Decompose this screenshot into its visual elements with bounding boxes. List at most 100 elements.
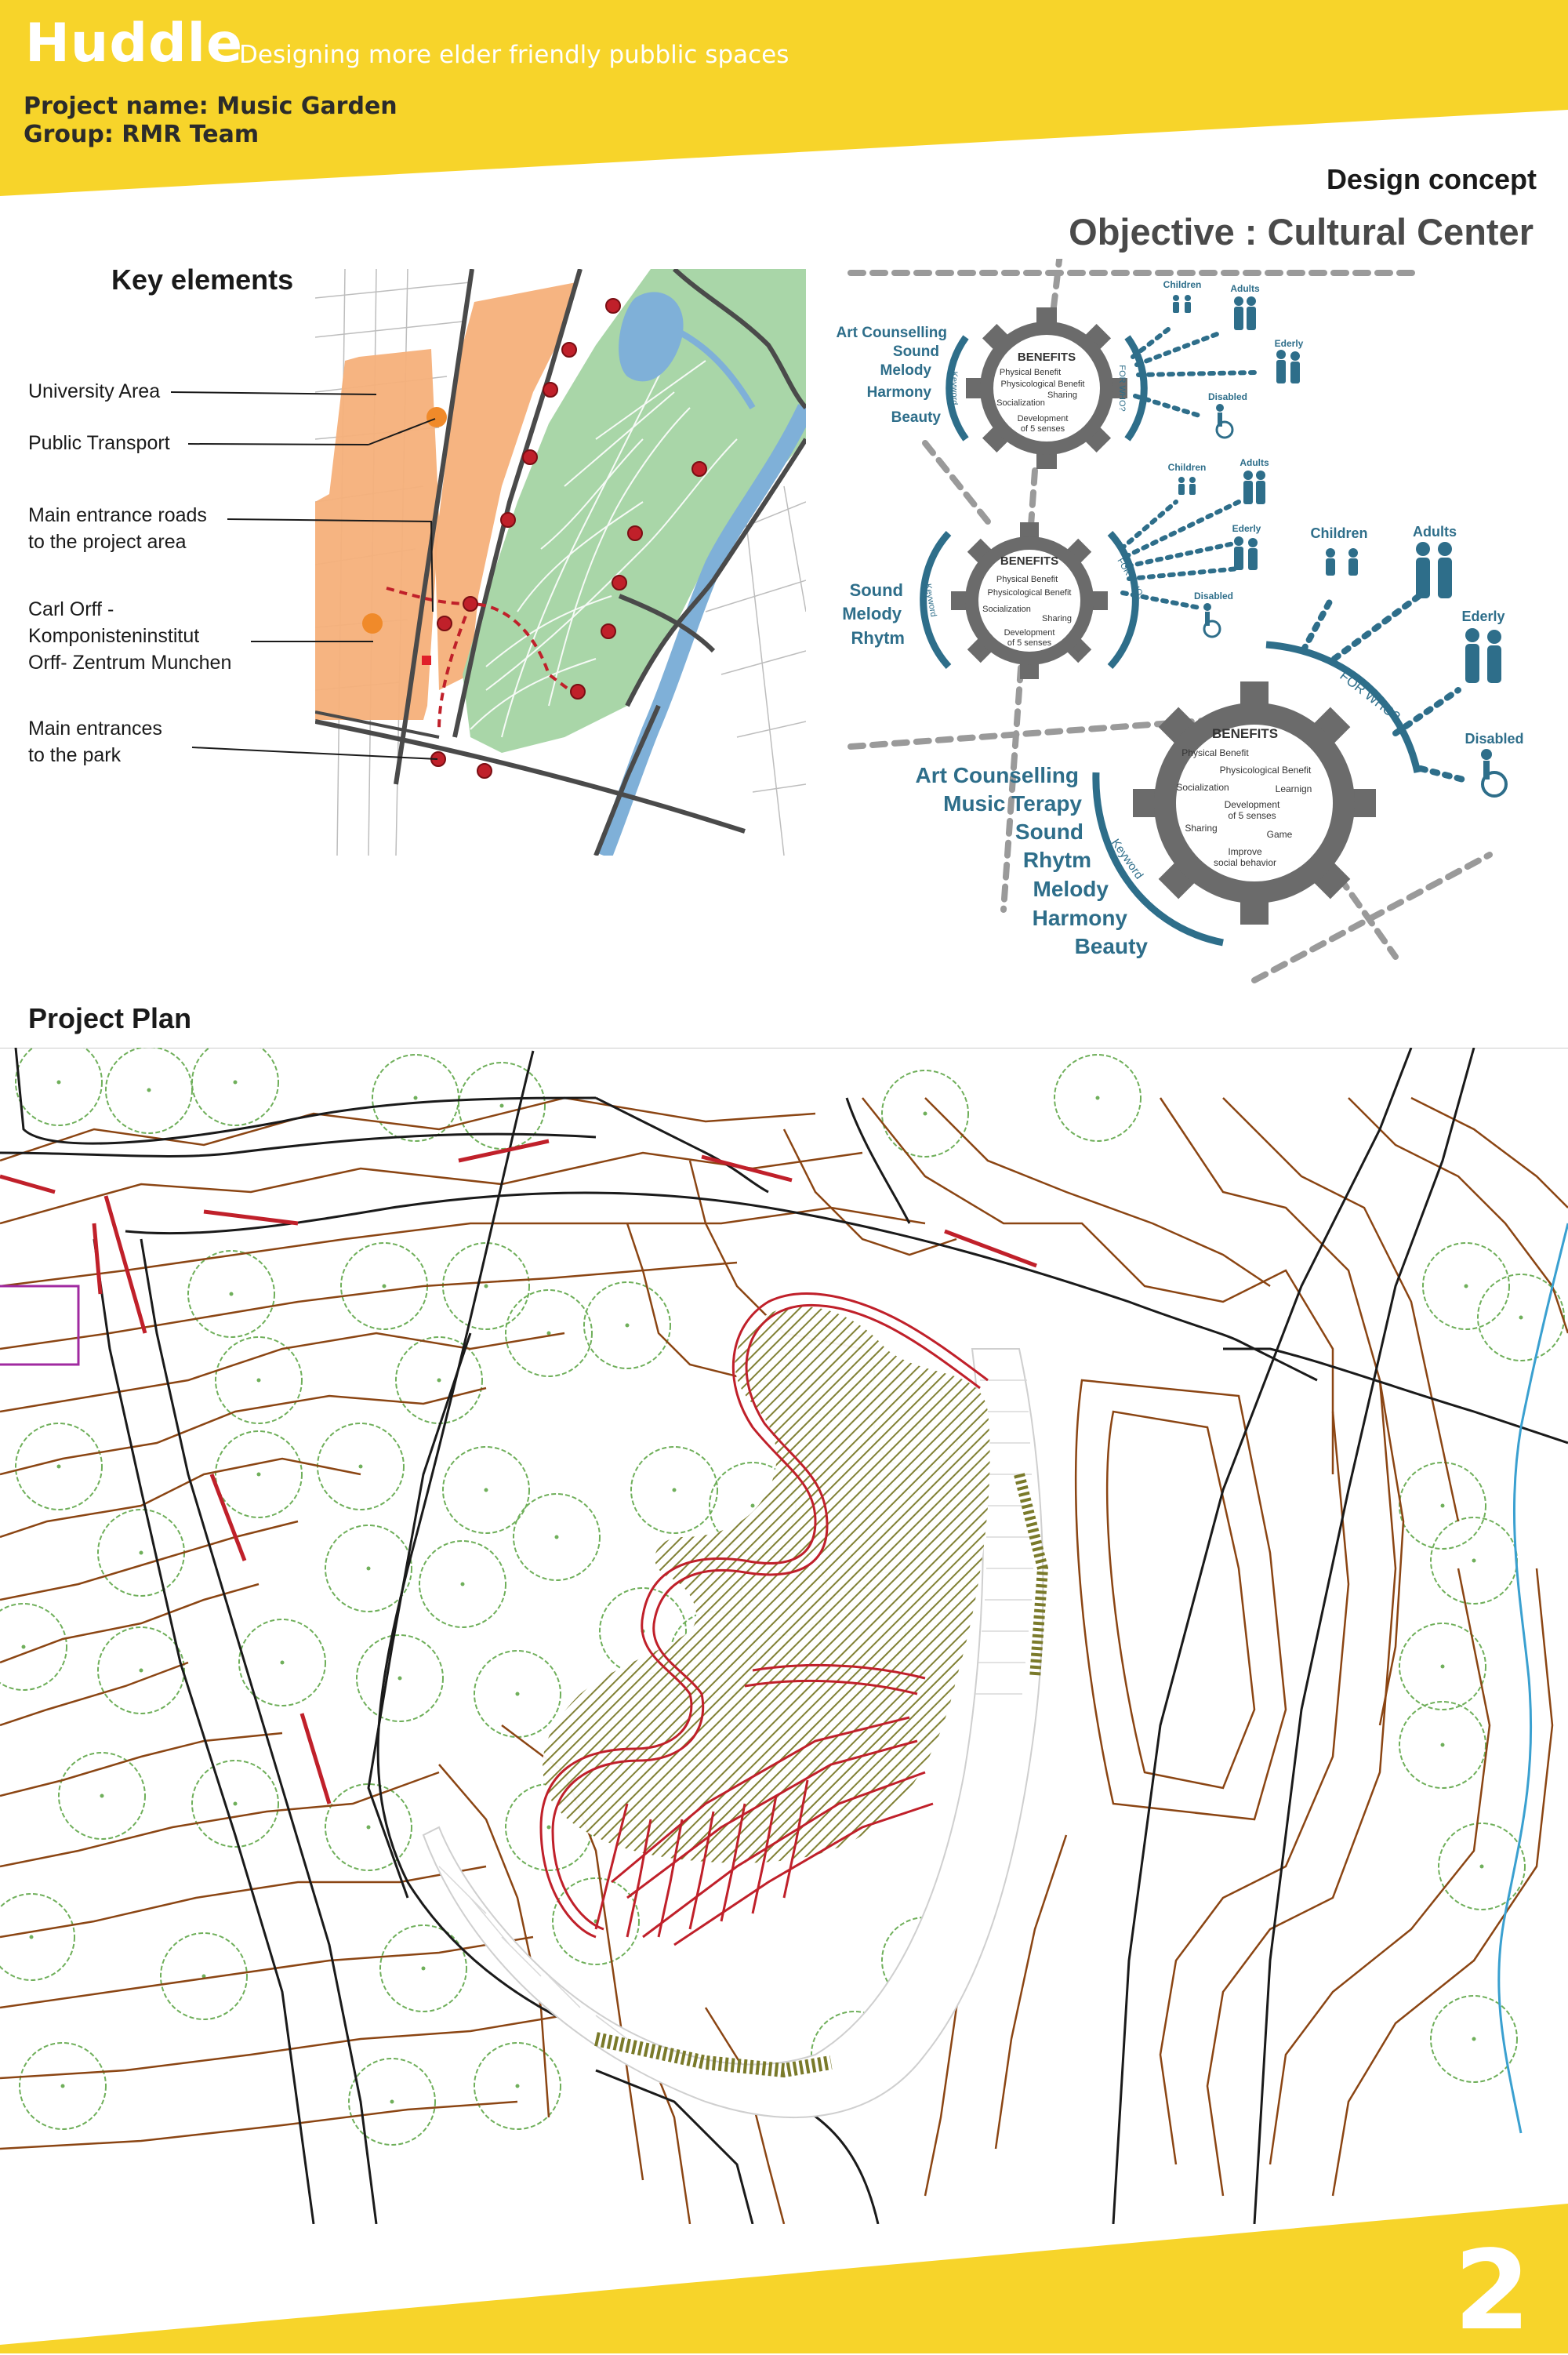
label-university-area: University Area [28,380,161,402]
brand-title: Huddle [25,13,244,75]
orff-building [0,1285,80,1366]
gear-3-keyword: Sound [1015,820,1083,844]
gear-2-keyword: Melody [842,604,902,623]
park-area [463,269,806,753]
tram-stop [426,407,447,427]
header-band [0,0,1568,196]
disabled-icon [1481,749,1508,798]
user-children-label: Children [1168,462,1207,473]
gear-3-benefit: Physical Benefit [1181,747,1249,758]
design-concept-diagram: BENEFITS Physical Benefit Physicological… [837,259,1524,983]
user-adults-label: Adults [1413,524,1457,540]
user-disabled-label: Disabled [1208,391,1247,402]
lake [619,292,684,382]
children-icon [1178,477,1196,495]
gear-2-keyword: Sound [850,580,903,600]
music-garden-hatched [543,1307,990,1863]
label-public-transport: Public Transport [28,432,170,454]
children-icon [1173,295,1191,313]
gear-3-keyword: Melody [1033,877,1109,901]
gear-3-benefit: Socialization [1176,782,1229,793]
gear-1-benefit: Development [1018,414,1069,423]
road-edges [0,1048,1568,2224]
gear-2-benefits-title: BENEFITS [1000,554,1058,568]
gear-2-benefit: Physicological Benefit [987,588,1071,598]
adults-icon [1243,471,1265,504]
gear-2-benefit: Socialization [982,605,1031,614]
red-benches [0,1139,1037,1804]
river [595,404,806,856]
gear-3-benefit: Physicological Benefit [1220,765,1312,776]
key-elements-title: Key elements [111,263,294,296]
children-icon [1326,548,1358,576]
gear-1-keyword: Harmony [867,384,932,401]
garden-paths [539,1292,989,1946]
user-disabled-label: Disabled [1465,731,1523,747]
gear-3-benefits-title: BENEFITS [1212,726,1278,741]
gear-3-benefit: Improve [1228,846,1262,857]
disabled-icon [1203,603,1221,638]
project-plan-drawing [0,1048,1568,2224]
gear-1-benefit: Physical Benefit [1000,368,1061,377]
gear-2-benefit: of 5 senses [1007,638,1052,648]
footer-band [0,2204,1568,2353]
gear-1-benefit: of 5 senses [1021,424,1065,434]
label-carl-orff: Carl Orff - Komponisteninstitut Orff- Ze… [28,598,232,674]
gear-1-benefit: Physicological Benefit [1000,380,1084,389]
gear-3-keyword: Art Counselling [916,763,1079,787]
gear-2-benefit: Development [1004,628,1055,638]
gear-3: BENEFITS Physical Benefit Physicological… [916,524,1524,958]
gear-3-benefit: social behavior [1214,857,1276,868]
gear-3-benefit: Learnign [1276,783,1312,794]
design-concept-title: Design concept [1326,163,1537,195]
gear-3-benefit: of 5 senses [1228,810,1276,821]
gear-2-keyword: Rhytm [851,628,905,648]
objective-title: Objective : Cultural Center [1069,211,1534,253]
adults-icon [1416,542,1452,598]
user-children-label: Children [1163,279,1202,290]
gear-3-for-who-tag: FOR WHO? [1337,668,1403,724]
gear-1-benefit: Sharing [1047,391,1077,400]
page-number: 2 [1454,2227,1530,2355]
elderly-icon [1465,628,1501,683]
gear-3-keyword: Beauty [1075,934,1149,958]
gear-1-for-who-tag: FOR WHO? [1117,365,1127,411]
gear-3-shape [1133,681,1376,925]
gear-2-benefit: Sharing [1042,614,1072,623]
adults-icon [1234,296,1256,330]
gear-1-benefit: Socialization [996,398,1045,408]
gear-3-keyword: Rhytm [1023,848,1091,872]
gear-1-keyword: Art Counselling [837,325,947,341]
user-elderly-label: Ederly [1275,338,1304,349]
elderly-icon [1276,350,1300,383]
gear-3-benefit: Development [1225,799,1280,810]
gear-3-keyword: Harmony [1033,906,1128,930]
user-adults-label: Adults [1230,283,1260,294]
user-children-label: Children [1310,525,1367,541]
key-elements-map [170,269,806,856]
project-plan-title: Project Plan [28,1002,192,1034]
gear-1-shape [966,307,1127,469]
tram-stop [362,613,383,634]
university-area [315,349,439,720]
gear-1-keyword: Melody [880,362,932,379]
user-adults-label: Adults [1240,457,1269,468]
gear-2-benefit: Physical Benefit [996,575,1058,584]
label-main-entrances-park: Main entrances to the park [28,718,162,766]
brand-tagline: Designing more elder friendly pubblic sp… [239,41,789,69]
gear-3-benefit: Sharing [1185,823,1217,834]
gear-1-keyword-tag: Keyword [949,372,959,405]
user-disabled-label: Disabled [1194,591,1233,601]
user-elderly-label: Ederly [1461,609,1504,624]
entrance-route [386,587,582,700]
project-name: Project name: Music Garden [24,93,397,120]
gear-1-keyword: Sound [893,343,939,360]
university-area-east [435,282,576,690]
gear-1: BENEFITS Physical Benefit Physicological… [837,279,1304,469]
elderly-icon [1234,536,1258,570]
label-main-entrance-roads: Main entrance roads to the project area [28,504,207,553]
gear-2: BENEFITS Physical Benefit Physicological… [842,457,1269,679]
stream [1497,1223,1568,2134]
carl-orff-building [422,656,431,665]
gear-2-shape [951,522,1108,679]
